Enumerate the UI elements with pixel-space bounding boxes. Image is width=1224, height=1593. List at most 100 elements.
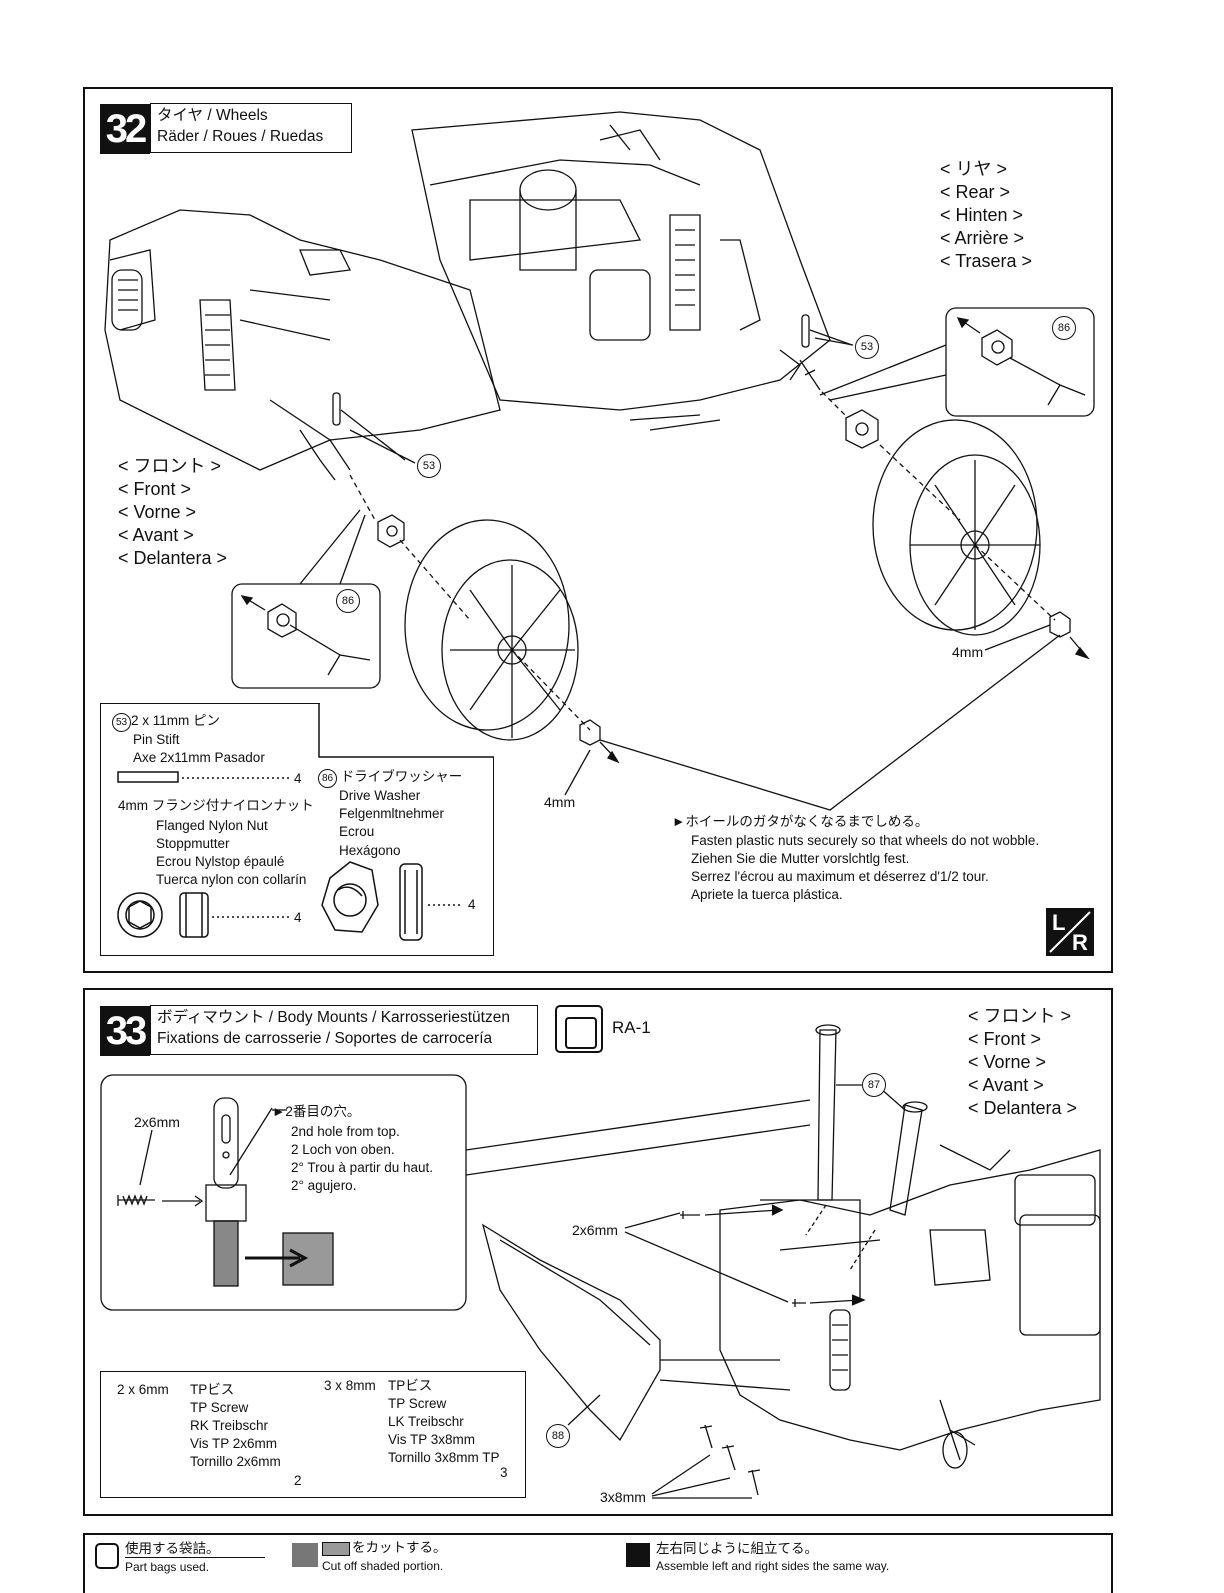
front-label-fr-33: < Avant > [968, 1075, 1044, 1095]
part-86-badge: 86 [318, 769, 337, 788]
step-32-front-labels: < フロント > < Front > < Vorne > < Avant > <… [118, 455, 227, 570]
legend-cut-en: Cut off shaded portion. [322, 1559, 444, 1573]
legend-lr-en: Assemble left and right sides the same w… [656, 1559, 890, 1573]
step-33-title: ボディマウント / Body Mounts / Karrosseriestütz… [150, 1005, 538, 1055]
step-32-parts-box-outline [117, 703, 494, 941]
part-nut-line2: Flanged Nylon Nut [156, 818, 268, 833]
inset-hole-jp: ►2番目の穴。 [272, 1103, 360, 1121]
rear-label-jp: < リヤ > [940, 159, 1008, 179]
inset-hole-de: 2 Loch von oben. [291, 1142, 395, 1157]
step-32-callout-86-rear: 86 [1052, 316, 1076, 340]
inset-hole-en: 2nd hole from top. [291, 1124, 400, 1139]
front-label-de: < Vorne > [118, 502, 197, 522]
arrow-marker-icon-33: ► [272, 1104, 286, 1119]
part-nut-line4: Ecrou Nylstop épaulé [156, 854, 285, 869]
step-32-callout-86-front: 86 [336, 589, 360, 613]
note-jp-text: ホイールのガタがなくなるまでしめる。 [685, 814, 929, 829]
step-33-title-line1: ボディマウント / Body Mounts / Karrosseriestütz… [157, 1009, 510, 1026]
step-33-front-labels: < フロント > < Front > < Vorne > < Avant > <… [968, 1005, 1077, 1120]
part-washer-line5: Hexágono [339, 843, 401, 858]
step-32-callout-53-rear: 53 [855, 335, 879, 359]
lr-same-icon: L R [1046, 908, 1094, 956]
part-pin-line2: Pin Stift [133, 732, 180, 747]
step-32-4mm-front: 4mm [544, 794, 576, 810]
step-32-frame [83, 87, 1113, 973]
step-32-title-line1: タイヤ / Wheels [157, 107, 268, 124]
part-s1-line4: Vis TP 2x6mm [190, 1436, 278, 1451]
inset-hole-jp-text: 2番目の穴。 [285, 1104, 361, 1119]
step-32-4mm-rear: 4mm [952, 644, 984, 660]
part-s2-line2: TP Screw [388, 1396, 447, 1411]
part-s2-line3: LK Treibschr [388, 1414, 464, 1429]
step-33-parts-box [100, 1371, 526, 1498]
arrow-marker-icon: ► [672, 814, 686, 829]
step-32-parts-box-right [100, 757, 494, 956]
inset-hole-fr: 2° Trou à partir du haut. [291, 1160, 433, 1175]
step-32-note-en: Fasten plastic nuts securely so that whe… [691, 833, 1040, 848]
part-washer-line4: Ecrou [339, 824, 375, 839]
step-33-title-line2: Fixations de carrosserie / Soportes de c… [157, 1030, 493, 1047]
part-nut-line5: Tuerca nylon con collarín [156, 872, 307, 887]
legend-shaded-swatch [322, 1542, 350, 1556]
front-label-de-33: < Vorne > [968, 1052, 1047, 1072]
front-label-jp-33: < フロント > [968, 1006, 1072, 1026]
parts-bag-icon [555, 1005, 603, 1053]
legend-lr-jp: 左右同じように組立てる。 [656, 1541, 818, 1556]
part-pin-qty: 4 [294, 771, 302, 786]
label-3x8mm: 3x8mm [600, 1489, 646, 1505]
part-s1-line2: TP Screw [190, 1400, 249, 1415]
legend-bags-en: Part bags used. [125, 1557, 265, 1576]
step-32-title: タイヤ / Wheels Räder / Roues / Ruedas [150, 103, 352, 153]
legend-cut-jp: をカットする。 [352, 1540, 447, 1555]
legend-lr-icon [626, 1543, 650, 1567]
inset-screw-label: 2x6mm [134, 1114, 180, 1130]
step-32-note-jp: ►ホイールのガタがなくなるまでしめる。 [672, 813, 928, 831]
rear-label-fr: < Arrière > [940, 228, 1025, 248]
part-s2-qty: 3 [500, 1465, 508, 1480]
part-washer-line2: Drive Washer [339, 788, 421, 803]
part-washer-line3: Felgenmltnehmer [339, 806, 445, 821]
part-s2-size: 3 x 8mm [324, 1378, 376, 1393]
label-2x6mm: 2x6mm [572, 1222, 618, 1238]
part-s1-line1: TPビス [190, 1382, 235, 1397]
part-nut-qty: 4 [294, 910, 302, 925]
step-33-number: 33 [100, 1006, 150, 1056]
bag-label: RA-1 [612, 1018, 651, 1037]
step-32-callout-53-front: 53 [417, 454, 441, 478]
step-33-callout-87: 87 [862, 1073, 886, 1097]
front-label-en: < Front > [118, 479, 192, 499]
part-nut-line3: Stoppmutter [156, 836, 230, 851]
legend-bags-jp: 使用する袋詰。 [125, 1541, 220, 1556]
front-label-es-33: < Delantera > [968, 1098, 1078, 1118]
front-label-en-33: < Front > [968, 1029, 1042, 1049]
part-washer-line1: 86 ドライブワッシャー [318, 768, 462, 788]
part-s1-size: 2 x 6mm [117, 1382, 169, 1397]
rear-label-de: < Hinten > [940, 205, 1024, 225]
rear-label-en: < Rear > [940, 182, 1011, 202]
legend-bag-icon [95, 1543, 119, 1569]
step-32-number: 32 [100, 104, 150, 154]
rear-label-es: < Trasera > [940, 251, 1033, 271]
part-s1-line3: RK Treibschr [190, 1418, 269, 1433]
step-33-frame [83, 988, 1113, 1516]
part-s2-line5: Tornillo 3x8mm TP [388, 1450, 500, 1465]
inset-hole-es: 2° agujero. [291, 1178, 357, 1193]
step-32-note-es: Apriete la tuerca plástica. [691, 887, 843, 902]
lr-icon-R: R [1072, 930, 1088, 955]
step-32-note-fr: Serrez l'écrou au maximum et déserrez d'… [691, 869, 989, 884]
step-32-title-line2: Räder / Roues / Ruedas [157, 128, 324, 145]
part-s2-line4: Vis TP 3x8mm [388, 1432, 476, 1447]
part-s1-qty: 2 [294, 1473, 302, 1488]
part-pin-name-jp: 2 x 11mm ピン [131, 713, 221, 728]
step-33-callout-88: 88 [546, 1424, 570, 1448]
front-label-fr: < Avant > [118, 525, 194, 545]
part-washer-qty: 4 [468, 897, 476, 912]
step-32-note-de: Ziehen Sie die Mutter vorslchtlg fest. [691, 851, 910, 866]
front-label-es: < Delantera > [118, 548, 228, 568]
legend-frame [83, 1533, 1113, 1593]
part-pin-line3: Axe 2x11mm Pasador [133, 750, 265, 765]
lr-icon-L: L [1052, 910, 1066, 935]
legend-cut-icon [292, 1543, 318, 1567]
